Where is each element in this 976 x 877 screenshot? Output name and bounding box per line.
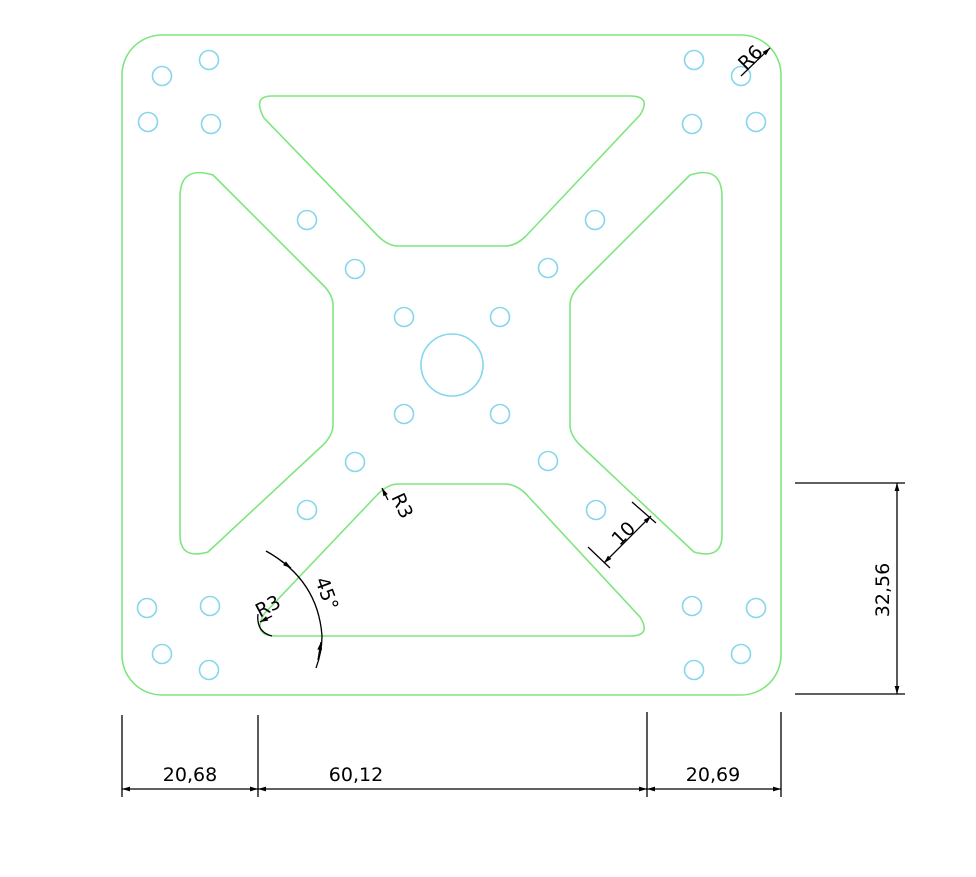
angle-arrow-bottom bbox=[317, 641, 323, 661]
dim-left-width: 20,68 bbox=[163, 764, 217, 786]
mounting-holes bbox=[136, 49, 767, 681]
dim-fillet-radius-upper: R3 bbox=[386, 490, 417, 522]
bottom-dimensions bbox=[121, 712, 782, 797]
dim-right-width: 20,69 bbox=[686, 764, 740, 786]
dim-corner-radius: R6 bbox=[734, 41, 767, 74]
dim-fillet-radius-lower: R3 bbox=[252, 591, 285, 622]
dim-angle: 45° bbox=[310, 574, 342, 613]
left-cutout bbox=[179, 171, 334, 555]
r3-lower-arc bbox=[257, 613, 273, 637]
plate-outline bbox=[121, 34, 782, 696]
arm-width-dimension bbox=[587, 501, 657, 569]
r3-lower-leader bbox=[259, 615, 273, 623]
dim-arm-width: 10 bbox=[607, 517, 640, 550]
r6-leader bbox=[740, 47, 771, 77]
dim-vertical: 32,56 bbox=[872, 563, 894, 617]
right-cutout bbox=[569, 171, 723, 555]
vertical-dimension bbox=[795, 482, 905, 695]
center-hole bbox=[420, 333, 484, 397]
top-cutout bbox=[258, 95, 646, 247]
dim-center-width: 60,12 bbox=[329, 764, 383, 786]
r3-upper-leader bbox=[381, 487, 389, 501]
angle-arrow-top bbox=[279, 559, 292, 569]
